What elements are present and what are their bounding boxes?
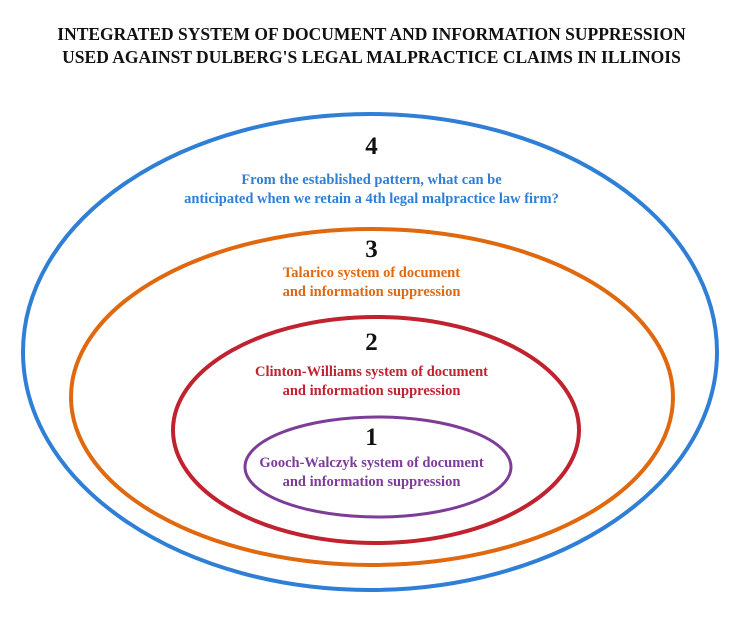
ring-1-number: 1	[365, 424, 378, 451]
ring-4-label-line-1: From the established pattern, what can b…	[241, 172, 502, 188]
ring-3-number: 3	[365, 236, 378, 263]
ring-3-ellipse	[69, 227, 675, 567]
ring-4-number: 4	[365, 133, 378, 160]
ring-1-label-line-2: and information suppression	[282, 474, 461, 490]
ring-2-ellipse	[171, 315, 581, 545]
ring-3-label-line-1: Talarico system of document	[282, 265, 461, 281]
ring-4-ellipse	[21, 112, 719, 592]
ring-2-label-line-1: Clinton-Williams system of document	[255, 364, 488, 380]
ring-3-label-line-2: and information suppression	[282, 284, 461, 300]
ring-2-number: 2	[365, 329, 378, 356]
ring-1-label-line-1: Gooch-Walczyk system of document	[259, 455, 484, 471]
diagram-title-line-1: INTEGRATED SYSTEM OF DOCUMENT AND INFORM…	[57, 24, 686, 44]
ring-4-label-line-2: anticipated when we retain a 4th legal m…	[184, 191, 559, 207]
ring-1-ellipse	[243, 415, 513, 519]
ring-2-label-line-2: and information suppression	[282, 383, 461, 399]
diagram-title-line-2: USED AGAINST DULBERG'S LEGAL MALPRACTICE…	[62, 47, 681, 67]
